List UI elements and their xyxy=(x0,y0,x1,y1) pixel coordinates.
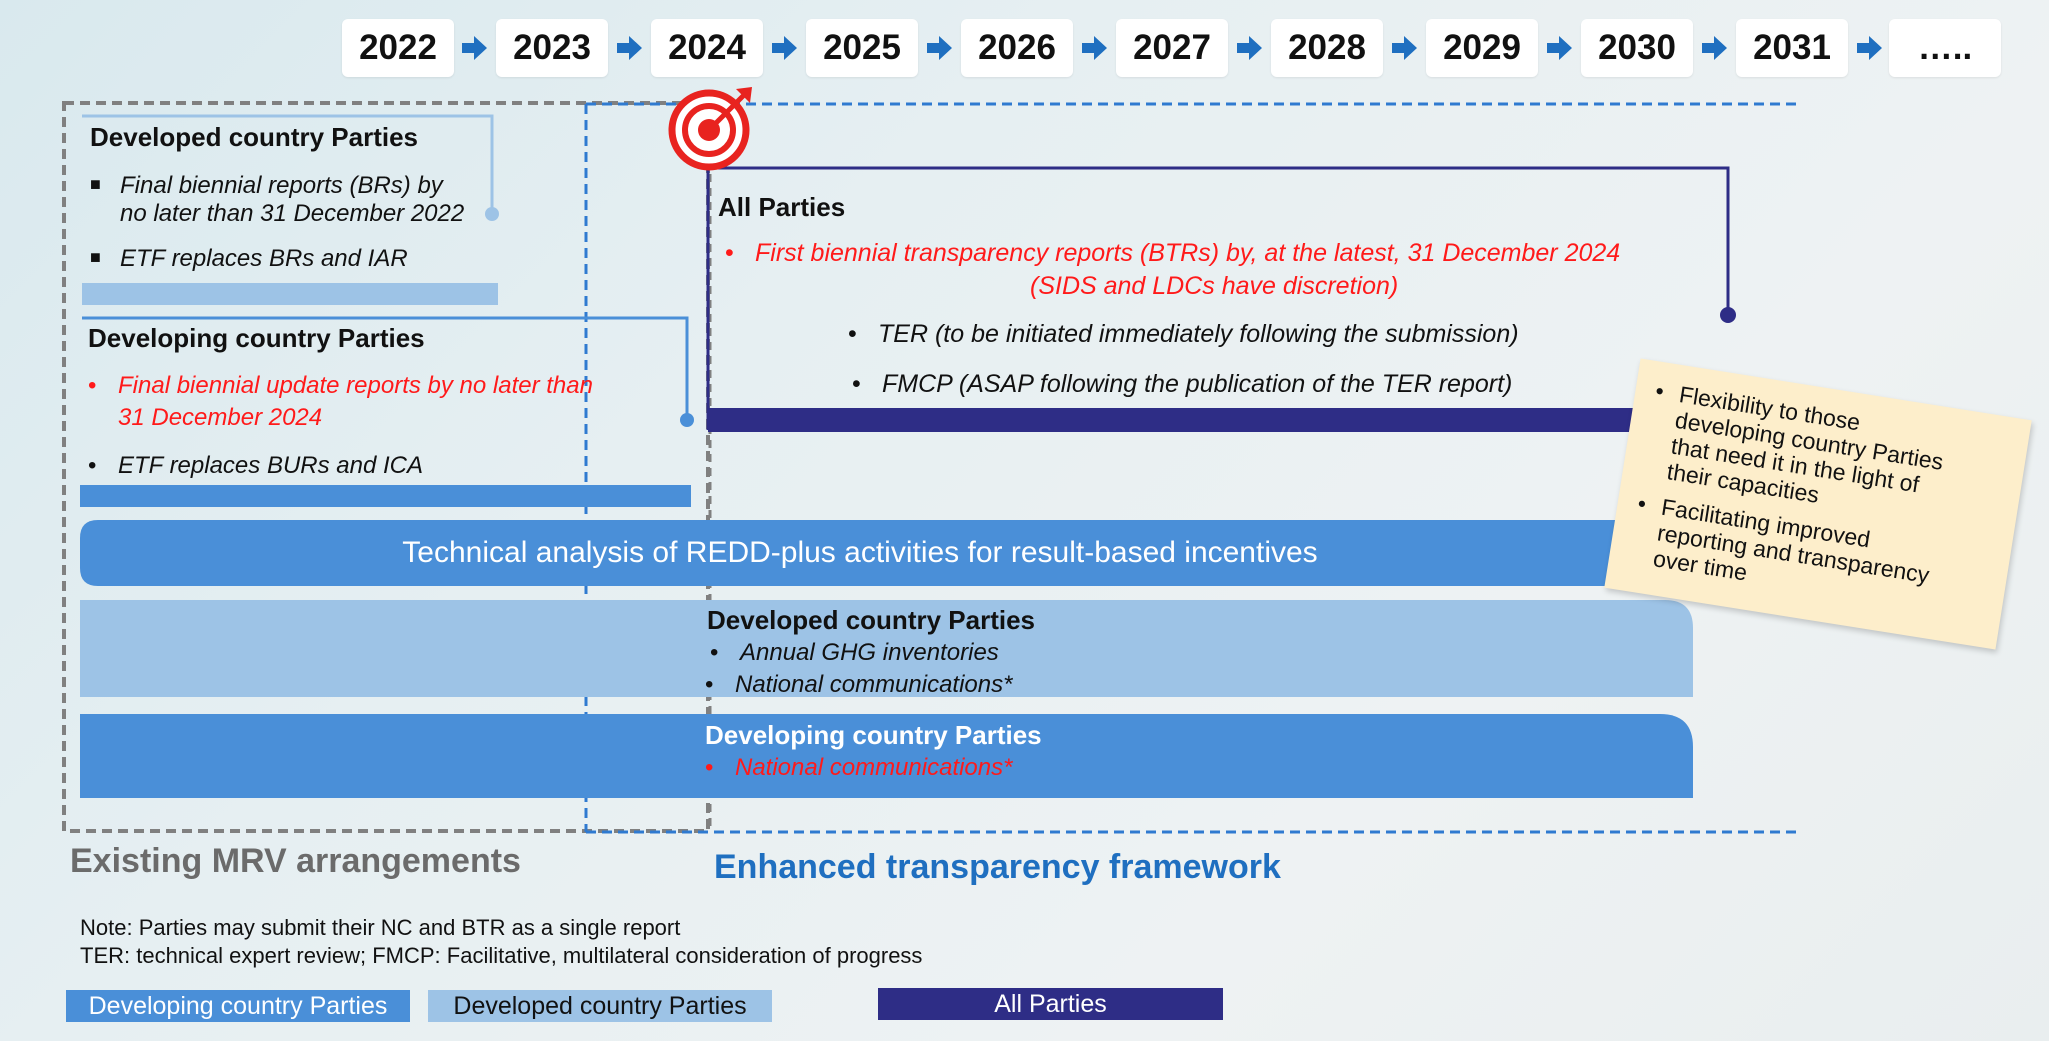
arrow-right-icon xyxy=(1702,36,1727,60)
year-2027: 2027 xyxy=(1116,19,1228,77)
target-icon xyxy=(668,87,752,171)
all-parties-bar xyxy=(708,408,1708,432)
developed-band-shape xyxy=(80,600,1693,697)
arrow-right-icon xyxy=(1547,36,1572,60)
developed-left-bracket xyxy=(82,114,494,212)
legend-developing: Developing country Parties xyxy=(66,990,410,1022)
all-parties-title: All Parties xyxy=(718,192,846,222)
legend-developed: Developed country Parties xyxy=(428,990,772,1022)
developing-left-item-1-cont: 31 December 2024 xyxy=(118,404,323,431)
developing-left-title: Developing country Parties xyxy=(88,323,425,353)
year-2025: 2025 xyxy=(806,19,918,77)
developing-band-shape xyxy=(80,714,1693,798)
year-2023: 2023 xyxy=(496,19,608,77)
year-2028: 2028 xyxy=(1271,19,1383,77)
year-2022: 2022 xyxy=(342,19,454,77)
year-2030: 2030 xyxy=(1581,19,1693,77)
legend-all-parties: All Parties xyxy=(878,988,1223,1020)
all-parties-fmcp: •FMCP (ASAP following the publication of… xyxy=(852,370,1513,398)
developing-left-bar xyxy=(80,485,691,507)
existing-mrv-frame xyxy=(62,101,710,833)
developed-left-bar xyxy=(82,283,498,305)
arrow-right-icon xyxy=(1392,36,1417,60)
developing-band-title: Developing country Parties xyxy=(705,720,1042,750)
enhanced-transparency-label: Enhanced transparency framework xyxy=(714,848,1281,886)
arrow-right-icon xyxy=(772,36,797,60)
arrow-right-icon xyxy=(1237,36,1262,60)
developing-left-bracket xyxy=(82,316,689,418)
redd-band-label: Technical analysis of REDD-plus activiti… xyxy=(402,536,1318,569)
developed-left-item-1-cont: no later than 31 December 2022 xyxy=(120,200,465,227)
arrow-right-icon xyxy=(927,36,952,60)
developed-left-item-2: ■ETF replaces BRs and IAR xyxy=(90,245,408,272)
developing-band-item-1: •National communications* xyxy=(705,754,1013,781)
note-line-2: TER: technical expert review; FMCP: Faci… xyxy=(80,943,923,968)
developed-left-title: Developed country Parties xyxy=(90,122,418,152)
year-2024: 2024 xyxy=(651,19,763,77)
arrow-right-icon xyxy=(1082,36,1107,60)
arrow-right-icon xyxy=(1857,36,1882,60)
arrow-right-icon xyxy=(617,36,642,60)
all-parties-ter: •TER (to be initiated immediately follow… xyxy=(848,320,1519,348)
developed-band-title: Developed country Parties xyxy=(707,605,1035,635)
year-more: ….. xyxy=(1889,19,2001,77)
year-2026: 2026 xyxy=(961,19,1073,77)
year-2031: 2031 xyxy=(1736,19,1848,77)
arrow-right-icon xyxy=(462,36,487,60)
developed-left-item-1: ■Final biennial reports (BRs) by xyxy=(90,172,443,199)
all-parties-bracket xyxy=(708,166,1730,312)
all-parties-btr: •First biennial transparency reports (BT… xyxy=(725,239,1621,267)
developing-left-item-1: •Final biennial update reports by no lat… xyxy=(88,372,593,399)
developing-left-item-2: •ETF replaces BURs and ICA xyxy=(88,452,424,479)
existing-mrv-label: Existing MRV arrangements xyxy=(70,842,521,880)
redd-band-shape xyxy=(80,520,1640,586)
note-line-1: Note: Parties may submit their NC and BT… xyxy=(80,915,681,940)
year-2029: 2029 xyxy=(1426,19,1538,77)
developed-band-item-2: •National communications* xyxy=(705,671,1013,698)
developed-band-item-1: •Annual GHG inventories xyxy=(710,639,999,666)
all-parties-btr-cont: (SIDS and LDCs have discretion) xyxy=(1030,272,1399,300)
